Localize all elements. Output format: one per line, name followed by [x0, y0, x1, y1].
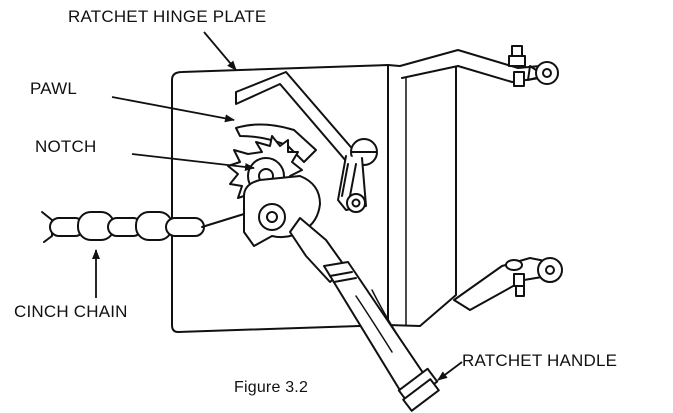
label-ratchet-hinge-plate: RATCHET HINGE PLATE: [68, 7, 267, 26]
cinch-chain: [41, 211, 245, 243]
hinge-plate-right-face: [387, 55, 457, 327]
pawl-leader: [111, 96, 235, 123]
toggle-link: [337, 138, 378, 213]
upper-bolt: [508, 45, 559, 87]
lower-mount-bracket: [453, 257, 551, 311]
label-cinch-chain: CINCH CHAIN: [14, 302, 128, 321]
label-notch: NOTCH: [35, 137, 97, 156]
notch-leader: [131, 153, 255, 171]
figure-caption: Figure 3.2: [234, 379, 309, 396]
hinge-plate-left-face: [171, 64, 389, 333]
ratchet-handle: [289, 217, 440, 412]
label-pawl: PAWL: [30, 79, 78, 98]
hinge-plate-leader: [203, 31, 237, 71]
ratchet-handle-leader: [437, 361, 463, 381]
lower-bolt: [505, 257, 563, 297]
label-ratchet-handle: RATCHET HANDLE: [462, 351, 618, 370]
